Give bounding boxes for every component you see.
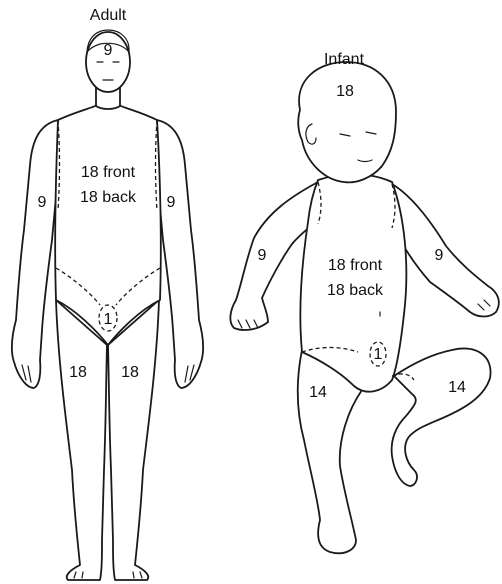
adult-right-arm bbox=[157, 120, 203, 388]
infant-head-label: 18 bbox=[336, 83, 354, 100]
infant-right-arm bbox=[392, 184, 499, 317]
infant-trunk-back-label: 18 back bbox=[327, 282, 384, 299]
adult-right-arm-label: 9 bbox=[38, 194, 47, 211]
infant-trunk-front-label: 18 front bbox=[328, 257, 383, 274]
adult-trunk-front-label: 18 front bbox=[81, 164, 136, 181]
adult-left-leg-label: 18 bbox=[121, 364, 139, 381]
infant-left-leg-label: 14 bbox=[309, 384, 327, 401]
adult-torso bbox=[55, 104, 161, 345]
infant-right-leg-label: 14 bbox=[448, 379, 466, 396]
infant-left-arm-label: 9 bbox=[258, 247, 267, 264]
adult-head bbox=[86, 32, 130, 92]
infant-head bbox=[298, 62, 396, 182]
adult-trunk-back-label: 18 back bbox=[80, 189, 137, 206]
adult-left-arm bbox=[12, 120, 58, 388]
adult-perineum-label: 1 bbox=[104, 311, 113, 328]
adult-figure bbox=[12, 30, 203, 580]
adult-left-leg bbox=[56, 300, 107, 580]
infant-figure bbox=[230, 62, 498, 553]
adult-left-arm-label: 9 bbox=[167, 194, 176, 211]
infant-title: Infant bbox=[324, 51, 365, 68]
infant-right-leg bbox=[392, 348, 491, 486]
adult-right-leg bbox=[108, 300, 159, 580]
adult-title: Adult bbox=[90, 7, 127, 24]
infant-perineum-label: 1 bbox=[374, 346, 383, 363]
adult-head-label: 9 bbox=[104, 42, 113, 59]
adult-right-leg-label: 18 bbox=[69, 364, 87, 381]
infant-right-arm-label: 9 bbox=[435, 247, 444, 264]
